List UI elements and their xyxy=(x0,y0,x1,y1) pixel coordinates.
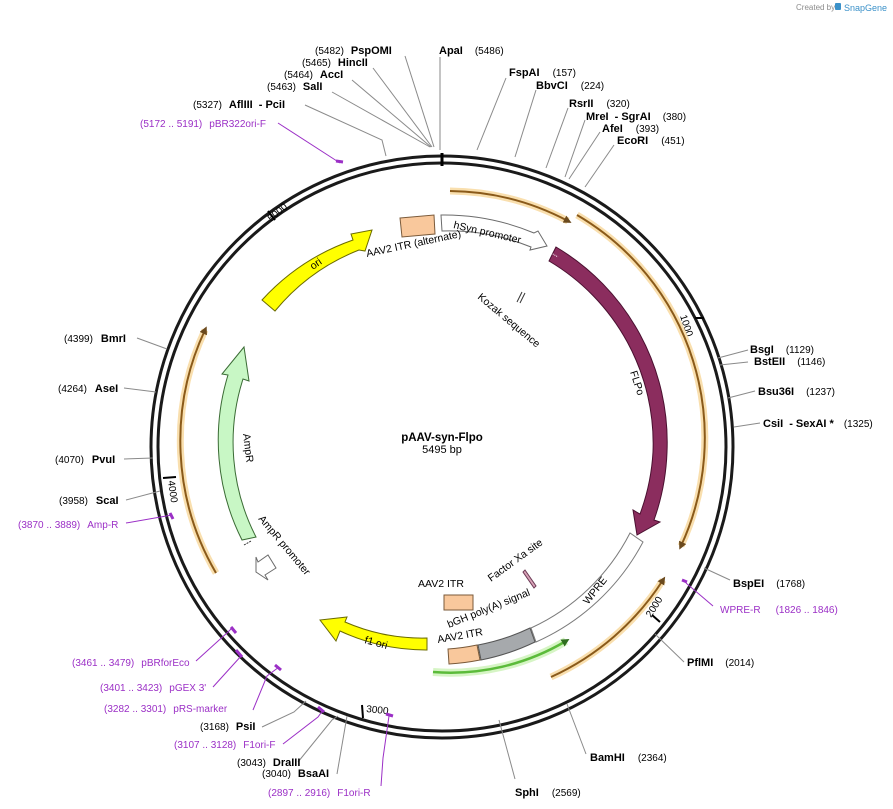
site-label-bmri[interactable]: (4399)BmrI xyxy=(64,333,126,345)
ampr-feature[interactable] xyxy=(217,345,257,541)
site-label-bsteii[interactable]: BstEII(1146) xyxy=(754,356,825,368)
ruler-tick-4000 xyxy=(162,476,177,479)
site-label-pflmi[interactable]: PflMI(2014) xyxy=(687,657,754,669)
site-label-bspei[interactable]: BspEI(1768) xyxy=(733,578,805,590)
primer-label-f1ori-f[interactable]: (3107 .. 3128)F1ori-F xyxy=(174,740,276,751)
flpo-dash xyxy=(550,252,559,258)
flpo-feature[interactable] xyxy=(548,246,668,536)
ruler-tick-5000 xyxy=(267,210,276,221)
primer-label-pbrforeco[interactable]: (3461 .. 3479)pBRforEco xyxy=(72,658,190,669)
site-label-bamhi[interactable]: BamHI(2364) xyxy=(590,752,667,764)
site-label-mrei[interactable]: MreI- SgrAI(380) xyxy=(586,111,686,123)
site-label-pvui[interactable]: (4070)PvuI xyxy=(55,454,115,466)
primer-label-wpre-r[interactable]: WPRE-R(1826 .. 1846) xyxy=(720,605,838,616)
wpre-feature[interactable] xyxy=(530,532,644,643)
site-label-scai[interactable]: (3958)ScaI xyxy=(59,495,119,507)
label-ampr: AmpR xyxy=(240,433,256,464)
site-label-csii[interactable]: CsiI- SexAI *(1325) xyxy=(763,418,873,430)
orf-top-arrow xyxy=(449,190,572,223)
site-label-sphi[interactable]: SphI(2569) xyxy=(515,787,581,799)
primer-label-pbr322ori-f[interactable]: (5172 .. 5191)pBR322ori-F xyxy=(140,119,266,130)
snapgene-logo-icon xyxy=(835,3,841,10)
label-ori: ori xyxy=(308,256,324,273)
orf-green-arrow xyxy=(432,638,570,674)
label-factor-xa: Factor Xa site xyxy=(486,537,546,585)
itr-bottom-feature[interactable] xyxy=(447,644,481,665)
bgh-polya-feature[interactable] xyxy=(477,627,536,661)
ruler-ticks xyxy=(162,210,704,719)
kozak-marker-a xyxy=(516,291,523,303)
site-label-fspai[interactable]: FspAI(157) xyxy=(509,67,576,79)
primer-label-prs-marker[interactable]: (3282 .. 3301)pRS-marker xyxy=(104,704,228,715)
label-itr-bottom: AAV2 ITR xyxy=(436,626,484,646)
itr-left-feature[interactable] xyxy=(443,594,474,611)
label-itr-left: AAV2 ITR xyxy=(418,578,464,590)
primer-label-f1ori-r[interactable]: (2897 .. 2916)F1ori-R xyxy=(268,788,371,799)
site-label-sali[interactable]: (5463)SalI xyxy=(267,81,322,93)
site-label-hincii[interactable]: (5465)HincII xyxy=(302,57,368,69)
credit-brand: SnapGene xyxy=(844,3,887,13)
orf-lower-right-arrow xyxy=(550,576,666,678)
ruler-tick-3000 xyxy=(361,704,364,719)
site-label-pspomi[interactable]: (5482)PspOMI xyxy=(315,45,392,57)
ruler-label-5000: 5000 xyxy=(266,201,290,224)
site-label-ecori[interactable]: EcoRI(451) xyxy=(617,135,685,147)
site-label-afliii[interactable]: (5327)AflIII- PciI xyxy=(193,99,285,111)
ruler-label-4000: 4000 xyxy=(165,480,179,504)
ampr-promoter-feature[interactable] xyxy=(255,554,277,581)
site-label-bbvci[interactable]: BbvCI(224) xyxy=(536,80,604,92)
ruler-tick-2000 xyxy=(651,614,661,623)
ruler-label-3000: 3000 xyxy=(366,704,390,717)
factor-xa-feature[interactable] xyxy=(522,569,537,589)
ampr-dash xyxy=(243,540,252,546)
primer-leaders xyxy=(125,122,714,787)
site-label-bsu36i[interactable]: Bsu36I(1237) xyxy=(758,386,835,398)
orf-left-arrow xyxy=(179,326,217,574)
plasmid-length: 5495 bp xyxy=(422,444,462,456)
label-kozak: Kozak sequence xyxy=(475,291,542,350)
site-label-asei[interactable]: (4264)AseI xyxy=(58,383,118,395)
site-label-draiii[interactable]: (3043)DraIII xyxy=(237,757,300,769)
site-label-bsaai[interactable]: (3040)BsaAI xyxy=(262,768,329,780)
kozak-marker-b xyxy=(519,292,526,304)
f1-ori-feature[interactable] xyxy=(319,616,428,651)
site-label-bsgi[interactable]: BsgI(1129) xyxy=(750,344,814,356)
orf-lower-right-highlight xyxy=(549,578,666,681)
itr-top-feature[interactable] xyxy=(399,214,436,238)
ori-feature[interactable] xyxy=(261,229,373,312)
plasmid-name: pAAV-syn-Flpo xyxy=(401,432,483,444)
site-leaders xyxy=(123,55,761,780)
site-label-acci[interactable]: (5464)AccI xyxy=(284,69,343,81)
site-label-psii[interactable]: (3168)PsiI xyxy=(200,721,255,733)
label-f1-ori: f1 ori xyxy=(363,634,389,652)
primer-label-pgex3[interactable]: (3401 .. 3423)pGEX 3' xyxy=(100,683,206,694)
site-label-apai[interactable]: ApaI(5486) xyxy=(439,45,504,57)
credit-text: Created by xyxy=(796,3,835,12)
site-label-afei[interactable]: AfeI(393) xyxy=(602,123,659,135)
hsyn-promoter-feature[interactable] xyxy=(440,214,548,251)
orf-right-arrow xyxy=(576,214,706,550)
primer-label-amp-r[interactable]: (3870 .. 3889)Amp-R xyxy=(18,520,118,531)
site-label-rsrii[interactable]: RsrII(320) xyxy=(569,98,630,110)
